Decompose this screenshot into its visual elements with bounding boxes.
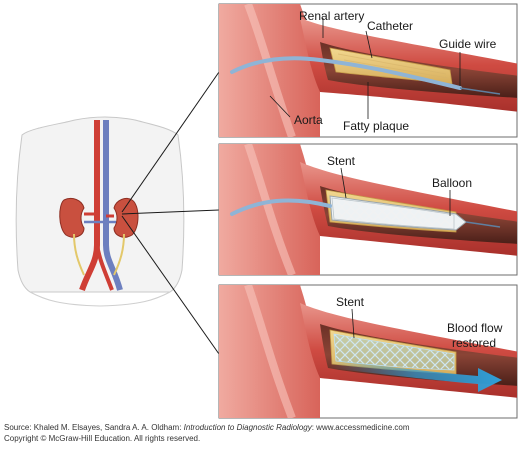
label-blood-flow: Blood flow	[447, 321, 503, 335]
panel-catheter-insertion: Renal artery Catheter Guide wire Aorta F…	[218, 3, 518, 138]
source-footer: Source: Khaled M. Elsayes, Sandra A. A. …	[4, 422, 516, 444]
label-fatty-plaque: Fatty plaque	[343, 119, 409, 133]
panel-balloon-inflation: Stent Balloon	[218, 143, 518, 276]
source-line: Source: Khaled M. Elsayes, Sandra A. A. …	[4, 422, 516, 433]
label-renal-artery: Renal artery	[299, 9, 364, 23]
pointer-lines	[121, 71, 220, 355]
iliac-right	[95, 244, 114, 291]
label-stent: Stent	[327, 154, 356, 168]
label-guide-wire: Guide wire	[439, 37, 497, 51]
kidney-left	[59, 197, 85, 276]
catheter	[230, 198, 332, 216]
label-restored: restored	[452, 336, 496, 350]
guide-wire	[465, 221, 501, 228]
label-balloon: Balloon	[432, 176, 472, 190]
label-aorta: Aorta	[294, 113, 323, 127]
blood-flow-arrow	[330, 360, 502, 392]
source-title: Introduction to Diagnostic Radiology	[183, 423, 312, 432]
guide-wire	[459, 87, 501, 95]
source-suffix: : www.accessmedicine.com	[311, 423, 410, 432]
great-vessels	[79, 120, 123, 291]
hip-outline	[29, 291, 171, 307]
source-prefix: Source: Khaled M. Elsayes, Sandra A. A. …	[4, 423, 184, 432]
renal-arteries	[84, 212, 116, 224]
label-stent: Stent	[336, 295, 365, 309]
fatty-plaque	[329, 47, 453, 85]
copyright-line: Copyright © McGraw-Hill Education. All r…	[4, 434, 201, 443]
stent-crimped	[331, 197, 455, 230]
label-catheter: Catheter	[367, 19, 413, 33]
catheter	[230, 56, 462, 90]
kidney-right	[113, 197, 139, 276]
panel-blood-flow-restored: Stent Blood flow restored	[218, 284, 518, 419]
vena-cava	[103, 120, 123, 291]
